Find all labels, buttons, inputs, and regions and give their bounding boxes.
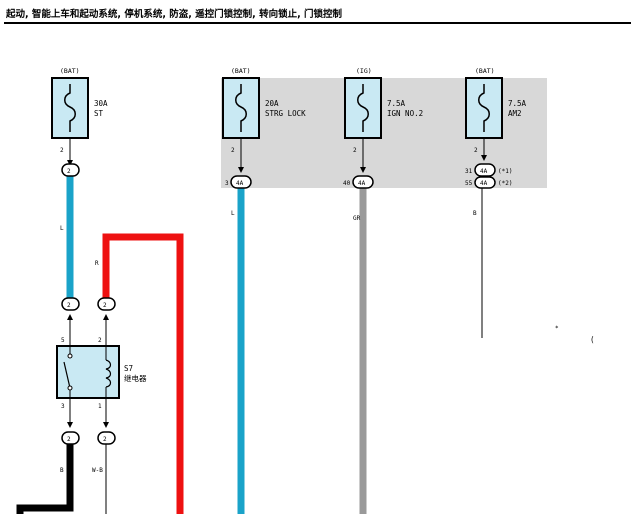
fuse-am2-symbol <box>478 84 490 132</box>
connector-strg-pin: 3 <box>225 180 229 187</box>
connector-am2-1 <box>474 163 496 177</box>
connector-strg <box>230 175 252 189</box>
relay-coil <box>105 359 112 388</box>
connector-relay-in-right <box>97 297 116 311</box>
fuse-st-source: (BAT) <box>60 67 80 75</box>
wire-ign-color: GR <box>353 215 361 222</box>
connector-am2-1-code: 4A <box>480 168 488 175</box>
wire-black <box>16 444 74 514</box>
fuse-ign-symbol <box>357 84 369 132</box>
relay-pin-bottom-right: 1 <box>98 403 102 410</box>
connector-st-out-label: 2 <box>67 168 71 175</box>
bracket-mark: ( <box>590 335 595 344</box>
connector-am2-1-pin: 31 <box>465 168 473 175</box>
relay-pin-top-right: 2 <box>98 337 102 344</box>
fuse-strg-name: STRG LOCK <box>265 109 306 118</box>
fuse-am2-source: (BAT) <box>475 67 495 75</box>
connector-strg-code: 4A <box>236 180 244 187</box>
fuse-strg-rating: 20A <box>265 99 279 108</box>
connector-relay-in-right-label: 2 <box>103 302 107 309</box>
page-header: 起动, 智能上车和起动系统, 停机系统, 防盗, 遥控门锁控制, 转向锁止, 门… <box>4 2 631 24</box>
connector-ign <box>352 175 374 189</box>
connector-am2-2 <box>474 176 496 189</box>
asterisk-mark: * <box>555 325 559 332</box>
connector-relay-out-left-label: 2 <box>67 436 71 443</box>
wire-am2-color: B <box>473 210 477 217</box>
fuse-ign-rating: 7.5A <box>387 99 406 108</box>
fuse-st-pin: 2 <box>60 147 64 154</box>
wire-strg-color: L <box>231 210 235 217</box>
connector-am2-2-code: 4A <box>480 180 488 187</box>
connector-relay-out-left <box>61 431 80 445</box>
fuse-am2-name: AM2 <box>508 109 522 118</box>
connector-am2-2-pin: 55 <box>465 180 473 187</box>
relay-s7 <box>56 345 120 399</box>
relay-id: S7 <box>124 364 133 373</box>
fuse-st-rating: 30A <box>94 99 108 108</box>
relay-pin-bottom-left: 3 <box>61 403 65 410</box>
relay-switch-contact <box>63 361 71 389</box>
fuse-strg-source: (BAT) <box>231 67 251 75</box>
fuse-ign-pin: 2 <box>353 147 357 154</box>
wire-black-color: B <box>60 467 64 474</box>
fuse-am2-pin: 2 <box>474 147 478 154</box>
fuse-strg-symbol <box>235 84 247 132</box>
wire-relay-coil-out-color: W-B <box>92 467 103 474</box>
fuse-ign-name: IGN NO.2 <box>387 109 423 118</box>
wire-red-color: R <box>95 260 99 267</box>
relay-name: 继电器 <box>124 373 147 383</box>
wire-st-out-color: L <box>60 225 64 232</box>
fuse-st-symbol <box>64 84 76 132</box>
connector-st-out <box>61 163 80 177</box>
fuse-am2-rating: 7.5A <box>508 99 527 108</box>
relay-pin-top-left: 5 <box>61 337 65 344</box>
connector-am2-1-note: (*1) <box>498 168 512 175</box>
connector-relay-out-right-label: 2 <box>103 436 107 443</box>
wire-red <box>102 233 184 514</box>
page-title: 起动, 智能上车和起动系统, 停机系统, 防盗, 遥控门锁控制, 转向锁止, 门… <box>6 9 342 20</box>
connector-ign-code: 4A <box>358 180 366 187</box>
fuse-strg-pin: 2 <box>231 147 235 154</box>
connector-relay-in-left-label: 2 <box>67 302 71 309</box>
connector-ign-pin: 40 <box>343 180 351 187</box>
fuse-st-name: ST <box>94 109 104 118</box>
connector-relay-out-right <box>97 431 116 445</box>
connector-am2-2-note: (*2) <box>498 180 512 187</box>
connector-relay-in-left <box>61 297 80 311</box>
fuse-ign-source: (IG) <box>356 67 372 75</box>
